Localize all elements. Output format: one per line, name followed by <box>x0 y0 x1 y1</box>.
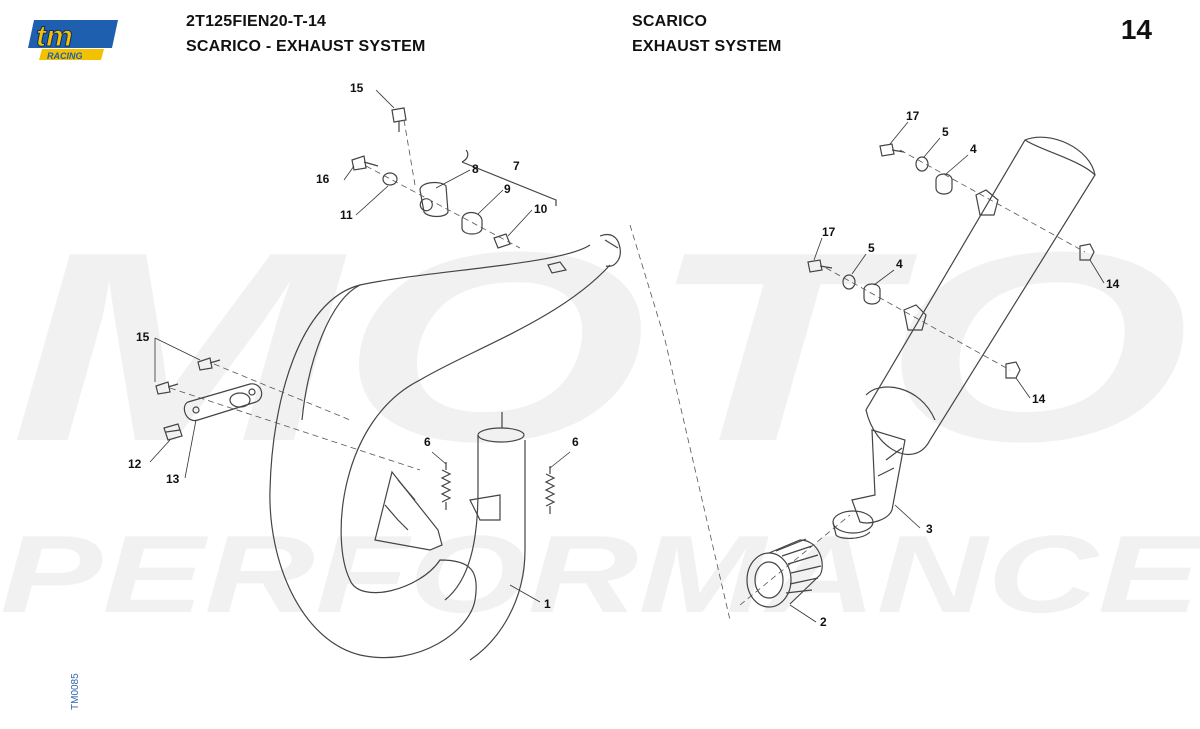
callout-14-upper: 14 <box>1106 277 1120 291</box>
callout-3: 3 <box>926 522 933 536</box>
callout-2: 2 <box>820 615 827 629</box>
screw-part-16 <box>351 155 379 171</box>
doc-code: 2T125FIEN20-T-14 <box>186 13 327 30</box>
leader-lines <box>149 89 1105 623</box>
callout-4-lower: 4 <box>896 257 903 271</box>
callout-1: 1 <box>544 597 551 611</box>
callout-6-left: 6 <box>424 435 431 449</box>
logo-sub-text: RACING <box>47 51 83 61</box>
assembly-axes <box>169 119 1086 621</box>
callout-14-lower: 14 <box>1032 392 1046 406</box>
callout-5-lower: 5 <box>868 241 875 255</box>
bushing-part-8 <box>419 181 449 218</box>
callout-15-lower: 15 <box>136 330 150 344</box>
logo-brand-text: tm <box>36 20 73 53</box>
callout-10: 10 <box>534 202 548 216</box>
group-bracket-part-7 <box>461 149 557 206</box>
nut-part-14-lower <box>1005 361 1021 379</box>
callout-7: 7 <box>513 159 520 173</box>
callout-16: 16 <box>316 172 330 186</box>
coupling-sleeve-part-2 <box>746 538 823 608</box>
drawing-code: TM0085 <box>70 673 81 710</box>
screw-part-15-upper <box>391 107 407 132</box>
callout-11: 11 <box>340 208 353 222</box>
sleeve-part-10 <box>493 233 511 249</box>
callout-4-upper: 4 <box>970 142 977 156</box>
callout-13: 13 <box>166 472 180 486</box>
screw-part-15-lower-b <box>197 357 221 371</box>
callout-6-right: 6 <box>572 435 579 449</box>
clip-nut-part-12 <box>163 423 183 441</box>
spring-part-6-left <box>440 462 452 510</box>
section-title-it: SCARICO <box>632 13 708 30</box>
callout-17-upper: 17 <box>906 109 920 123</box>
washer-part-5-upper <box>915 156 929 172</box>
callout-15-upper: 15 <box>350 81 364 95</box>
callout-5-upper: 5 <box>942 125 949 139</box>
screw-part-17-lower <box>807 259 833 273</box>
watermark-performance: PERFORMANCE <box>0 513 1200 636</box>
watermark-moto: MOTO <box>10 197 1190 498</box>
tm-racing-logo: tm RACING <box>28 20 118 61</box>
callout-17-lower: 17 <box>822 225 836 239</box>
callout-9: 9 <box>504 182 511 196</box>
callout-8: 8 <box>472 162 479 176</box>
callout-12: 12 <box>128 457 142 471</box>
grommet-part-4-upper <box>935 173 953 195</box>
page-number: 14 <box>1120 14 1152 45</box>
flange-part-13 <box>183 383 263 422</box>
doc-title: SCARICO - EXHAUST SYSTEM <box>186 38 426 55</box>
screw-part-17-upper <box>879 143 905 157</box>
exhaust-pipe-part-1 <box>269 233 621 661</box>
washer-part-11 <box>382 172 398 186</box>
spring-part-6-right <box>544 466 556 514</box>
section-title-en: EXHAUST SYSTEM <box>632 38 782 55</box>
nut-part-14-upper <box>1079 243 1095 261</box>
screw-part-15-lower-a <box>155 381 179 395</box>
washer-part-5-lower <box>842 274 856 290</box>
